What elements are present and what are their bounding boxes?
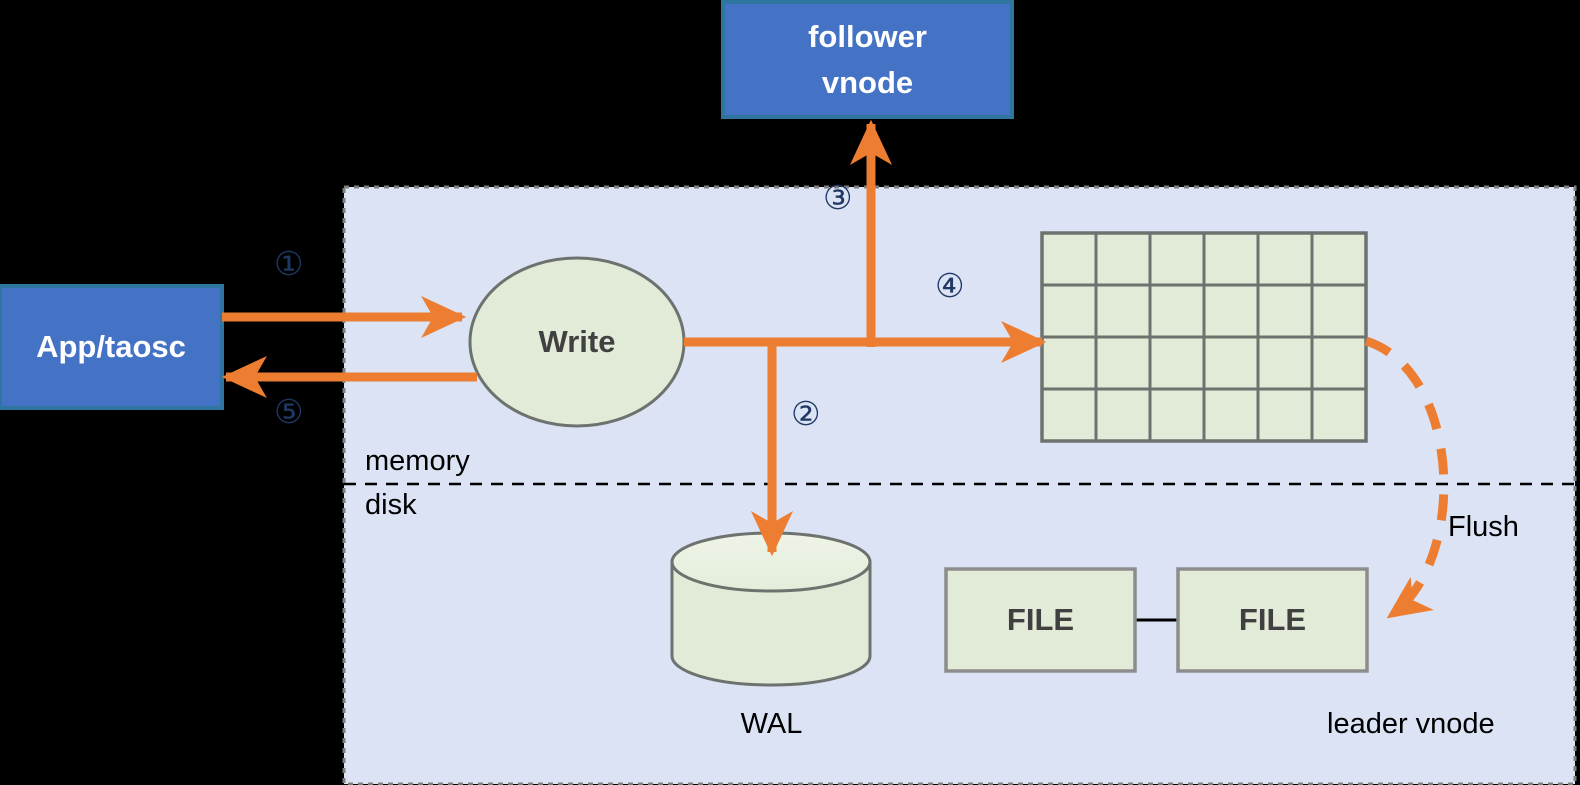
wal-cylinder[interactable] [670,531,872,687]
memtable-grid[interactable] [1040,231,1368,443]
memory-label: memory [365,445,470,477]
disk-label: disk [365,489,417,521]
file-right-label: FILE [1238,602,1307,637]
follower-vnode-label-line1: follower [808,19,927,54]
file-box-left[interactable] [944,567,1137,673]
follower-vnode-label-line2: vnode [821,65,914,100]
step-number-4: ④ [935,266,965,305]
file-left-label: FILE [1006,602,1075,637]
file-box-right[interactable] [1176,567,1369,673]
write-node-label: Write [538,324,616,359]
step-number-5: ⑤ [274,392,304,431]
step-number-3: ③ [823,178,853,217]
app-taosc-box[interactable] [0,284,224,410]
follower-vnode-box[interactable] [721,0,1014,119]
leader-vnode-label: leader vnode [1327,708,1495,740]
step-number-1: ① [274,244,304,283]
wal-label: WAL [740,708,803,740]
flush-label: Flush [1448,511,1519,543]
app-taosc-label: App/taosc [36,329,186,364]
arrow-flush [1364,336,1449,620]
step-number-2: ② [791,394,821,433]
